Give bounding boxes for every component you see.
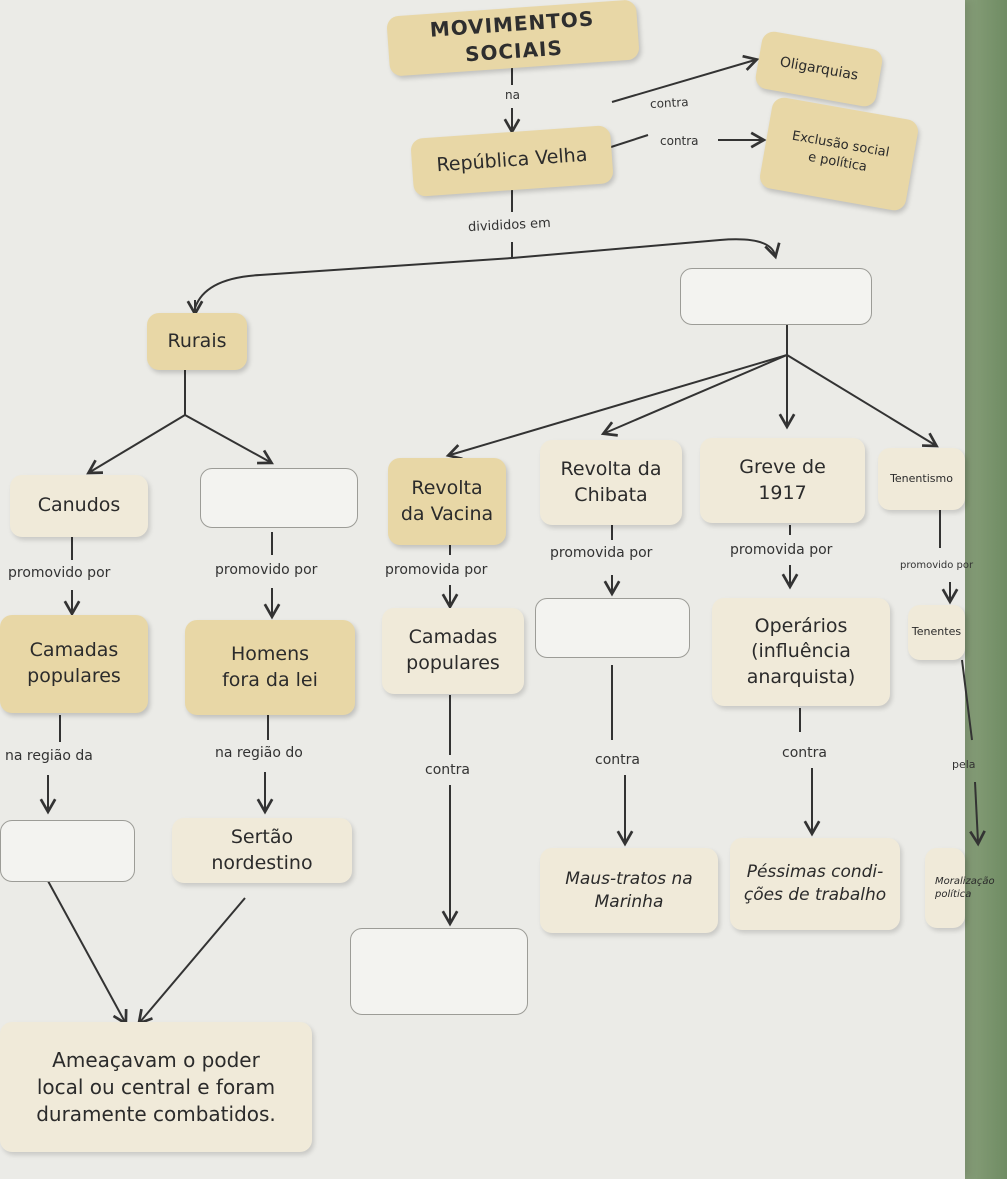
canudos-label-promovido: promovido por bbox=[8, 565, 111, 581]
tenentismo-target-box: Moralização política bbox=[925, 848, 995, 928]
homens-fora-da-lei-box: Homens fora da lei bbox=[185, 620, 355, 715]
republica-velha-text: República Velha bbox=[435, 143, 589, 177]
tenentismo-target-text: Moralização política bbox=[935, 875, 995, 901]
greve-1917-box: Greve de 1917 bbox=[700, 438, 865, 523]
exclusao-text: Exclusão social e política bbox=[790, 129, 891, 175]
operarios-box: Operários (influência anarquista) bbox=[712, 598, 890, 706]
tenentes-text: Tenentes bbox=[911, 625, 962, 639]
tenentes-box: Tenentes bbox=[908, 605, 965, 660]
canudos-box: Canudos bbox=[10, 475, 148, 537]
oligarquias-text: Oligarquias bbox=[778, 53, 860, 84]
greve-target-text: Péssimas condi- ções de trabalho bbox=[743, 862, 887, 905]
canudos-label-regiao: na região da bbox=[5, 748, 93, 764]
conclusion-text: Ameaçavam o poder local ou central e for… bbox=[36, 1047, 276, 1126]
vacina-target-blank-box bbox=[350, 928, 528, 1015]
greve-target-box: Péssimas condi- ções de trabalho bbox=[730, 838, 900, 930]
revolta-chibata-text: Revolta da Chibata bbox=[560, 457, 662, 506]
vacina-agents-text: Camadas populares bbox=[406, 626, 500, 674]
rural-movement-label-promovido: promovido por bbox=[215, 562, 318, 578]
urbanos-blank-box bbox=[680, 268, 872, 325]
greve-label-contra: contra bbox=[782, 745, 827, 761]
canudos-text: Canudos bbox=[37, 494, 121, 517]
revolta-vacina-box: Revolta da Vacina bbox=[388, 458, 506, 545]
rural-movement-blank-box bbox=[200, 468, 358, 528]
greve-1917-text: Greve de 1917 bbox=[739, 455, 826, 504]
rurais-box: Rurais bbox=[147, 313, 247, 370]
sertao-nordestino-text: Sertão nordestino bbox=[211, 825, 313, 874]
chibata-label-promovida: promovida por bbox=[550, 545, 653, 561]
chibata-target-text: Maus-tratos na Marinha bbox=[565, 868, 693, 912]
rural-movement-label-regiao: na região do bbox=[215, 745, 303, 761]
sertao-nordestino-box: Sertão nordestino bbox=[172, 818, 352, 883]
canudos-region-blank-box bbox=[0, 820, 135, 882]
conclusion-box: Ameaçavam o poder local ou central e for… bbox=[0, 1022, 312, 1152]
tenentismo-label-promovido: promovido por bbox=[900, 560, 974, 571]
tenentismo-text: Tenentismo bbox=[890, 471, 953, 485]
vacina-label-promovida: promovida por bbox=[385, 562, 488, 578]
label-contra-exclusao: contra bbox=[660, 134, 699, 148]
tenentismo-box: Tenentismo bbox=[878, 448, 965, 510]
homens-fora-da-lei-text: Homens fora da lei bbox=[222, 642, 318, 691]
revolta-chibata-box: Revolta da Chibata bbox=[540, 440, 682, 525]
revolta-vacina-text: Revolta da Vacina bbox=[400, 476, 494, 525]
label-contra-oligarquias: contra bbox=[649, 95, 689, 111]
canudos-agents-box: Camadas populares bbox=[0, 615, 148, 713]
chibata-label-contra: contra bbox=[595, 752, 640, 768]
greve-label-promovida: promovida por bbox=[730, 542, 833, 558]
chibata-target-box: Maus-tratos na Marinha bbox=[540, 848, 718, 933]
vacina-agents-box: Camadas populares bbox=[382, 608, 524, 694]
vacina-label-contra: contra bbox=[425, 762, 470, 778]
label-na: na bbox=[505, 88, 520, 102]
canudos-agents-text: Camadas populares bbox=[27, 639, 121, 687]
operarios-text: Operários (influência anarquista) bbox=[746, 614, 856, 688]
tenentismo-label-pela: pela bbox=[952, 758, 976, 771]
rurais-text: Rurais bbox=[167, 329, 227, 352]
chibata-agents-blank-box bbox=[535, 598, 690, 658]
